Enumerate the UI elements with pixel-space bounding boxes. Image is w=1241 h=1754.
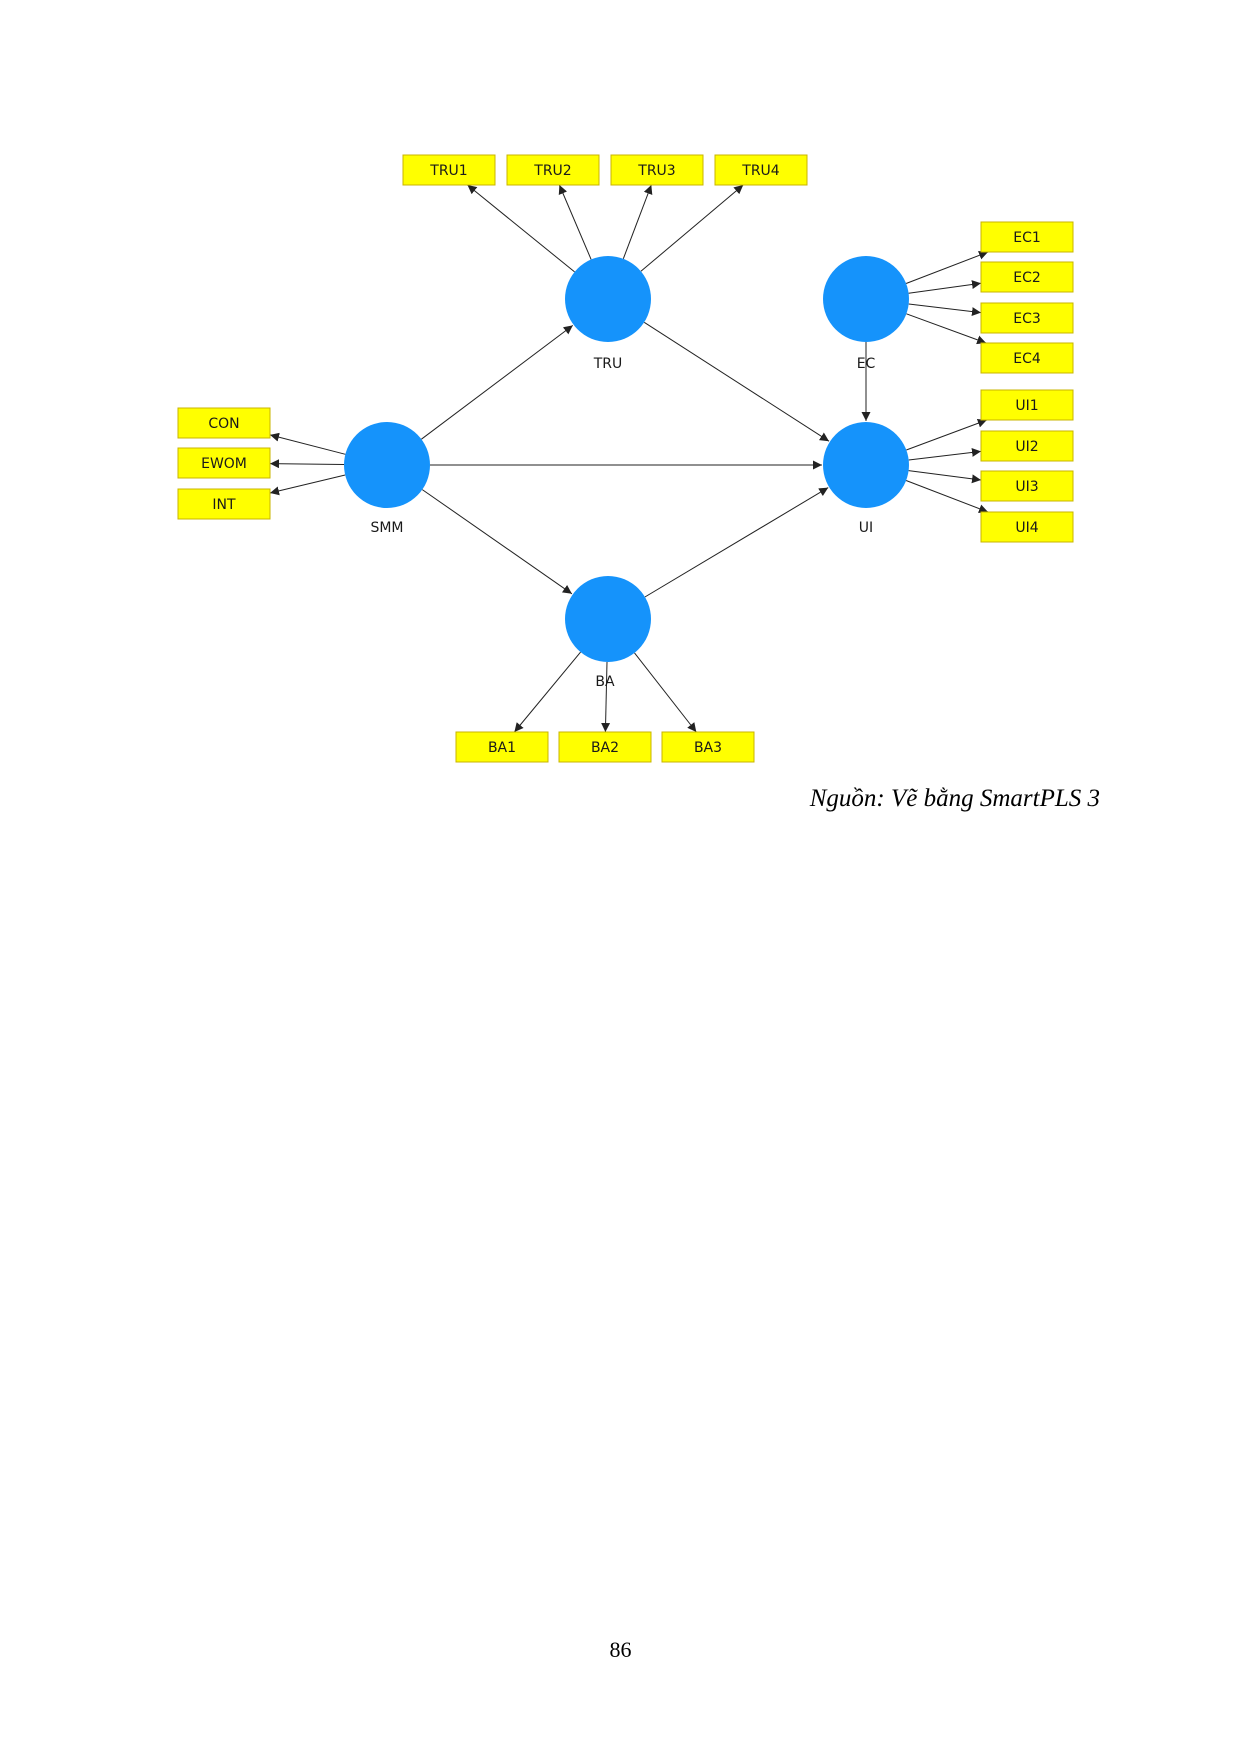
indicator-tru4: TRU4 bbox=[714, 154, 808, 186]
loading-arrow-tru-tru3 bbox=[622, 184, 653, 259]
indicator-ui4: UI4 bbox=[980, 511, 1074, 543]
loading-arrow-ba-ba1 bbox=[514, 651, 581, 733]
indicator-label: EWOM bbox=[201, 456, 247, 472]
latent-label-smm: SMM bbox=[370, 520, 403, 536]
loading-arrow-ec-ec2 bbox=[908, 280, 982, 294]
indicator-label: BA1 bbox=[488, 740, 516, 756]
loading-arrow-ba-ba3 bbox=[634, 652, 697, 733]
indicator-box bbox=[980, 389, 1074, 421]
latent-node-smm bbox=[344, 422, 430, 508]
latent-node-tru bbox=[565, 256, 651, 342]
indicator-label: UI1 bbox=[1015, 398, 1038, 414]
indicator-ui1: UI1 bbox=[980, 389, 1074, 421]
indicator-box bbox=[980, 511, 1074, 543]
loading-arrow-ui-ui3 bbox=[908, 470, 982, 484]
indicator-ec4: EC4 bbox=[980, 342, 1074, 374]
indicator-ec1: EC1 bbox=[980, 221, 1074, 253]
path-arrow-ba-ui bbox=[644, 487, 829, 598]
indicator-label: EC1 bbox=[1013, 230, 1041, 246]
loading-arrow-tru-tru4 bbox=[640, 184, 744, 272]
indicator-label: EC4 bbox=[1013, 351, 1041, 367]
indicator-con: CON bbox=[177, 407, 271, 439]
loading-arrow-tru-tru2 bbox=[558, 184, 592, 260]
loading-arrow-ui-ui1 bbox=[906, 418, 987, 451]
indicator-label: UI3 bbox=[1015, 479, 1038, 495]
indicator-box bbox=[177, 447, 271, 479]
latent-label-ba: BA bbox=[595, 674, 615, 690]
indicator-tru1: TRU1 bbox=[402, 154, 496, 186]
indicator-tru2: TRU2 bbox=[506, 154, 600, 186]
indicator-label: EC3 bbox=[1013, 311, 1041, 327]
path-arrow-smm-tru bbox=[421, 325, 574, 440]
latent-node-ui bbox=[823, 422, 909, 508]
latent-label-ui: UI bbox=[859, 520, 873, 536]
latent-node-ba bbox=[565, 576, 651, 662]
loading-arrow-smm-int bbox=[269, 474, 346, 496]
indicator-box bbox=[558, 731, 652, 763]
latent-label-tru: TRU bbox=[593, 356, 623, 372]
indicator-ba2: BA2 bbox=[558, 731, 652, 763]
loading-arrow-ec-ec1 bbox=[905, 251, 989, 284]
indicator-box bbox=[506, 154, 600, 186]
indicator-box bbox=[455, 731, 549, 763]
path-arrow-tru-ui bbox=[643, 321, 830, 442]
path-arrow-smm-ba bbox=[422, 489, 573, 595]
indicator-label: EC2 bbox=[1013, 270, 1041, 286]
loading-arrow-smm-ewom bbox=[269, 459, 345, 469]
indicator-ui3: UI3 bbox=[980, 470, 1074, 502]
indicator-label: TRU3 bbox=[637, 163, 675, 179]
loading-arrow-ec-ec3 bbox=[908, 303, 982, 317]
indicator-label: UI2 bbox=[1015, 439, 1038, 455]
indicator-box bbox=[402, 154, 496, 186]
indicator-label: TRU2 bbox=[533, 163, 571, 179]
edges-layer bbox=[269, 184, 989, 733]
indicator-box bbox=[177, 488, 271, 520]
indicator-box bbox=[980, 261, 1074, 293]
indicator-box bbox=[980, 302, 1074, 334]
indicator-label: TRU1 bbox=[429, 163, 467, 179]
indicator-box bbox=[980, 342, 1074, 374]
indicator-ui2: UI2 bbox=[980, 430, 1074, 462]
indicator-box bbox=[610, 154, 704, 186]
loading-arrow-smm-con bbox=[269, 432, 346, 455]
loading-arrow-ui-ui4 bbox=[905, 480, 989, 513]
indicator-box bbox=[980, 430, 1074, 462]
nodes-layer: TRU EC SMM UI BA TRU1 TRU2 TRU3 TRU4EC1EC2EC3EC4… bbox=[177, 154, 1074, 763]
indicator-ba1: BA1 bbox=[455, 731, 549, 763]
indicator-label: BA2 bbox=[591, 740, 619, 756]
indicator-label: CON bbox=[208, 416, 239, 432]
figure-source-caption: Nguồn: Vẽ bằng SmartPLS 3 bbox=[809, 785, 1100, 812]
loading-arrow-ba-ba2 bbox=[601, 661, 611, 733]
page-number: 86 bbox=[609, 1637, 632, 1662]
indicator-label: INT bbox=[212, 497, 236, 513]
indicator-ec3: EC3 bbox=[980, 302, 1074, 334]
indicator-box bbox=[661, 731, 755, 763]
indicator-label: BA3 bbox=[694, 740, 722, 756]
loading-arrow-ui-ui2 bbox=[908, 447, 982, 461]
indicator-ewom: EWOM bbox=[177, 447, 271, 479]
indicator-ec2: EC2 bbox=[980, 261, 1074, 293]
indicator-tru3: TRU3 bbox=[610, 154, 704, 186]
indicator-label: UI4 bbox=[1015, 520, 1038, 536]
indicator-box bbox=[714, 154, 808, 186]
loading-arrow-ec-ec4 bbox=[906, 313, 987, 345]
indicator-label: TRU4 bbox=[741, 163, 780, 179]
indicator-int: INT bbox=[177, 488, 271, 520]
indicator-ba3: BA3 bbox=[661, 731, 755, 763]
latent-node-ec bbox=[823, 256, 909, 342]
latent-label-ec: EC bbox=[857, 356, 876, 372]
indicator-box bbox=[980, 470, 1074, 502]
loading-arrow-tru-tru1 bbox=[467, 184, 575, 273]
indicator-box bbox=[980, 221, 1074, 253]
indicator-box bbox=[177, 407, 271, 439]
